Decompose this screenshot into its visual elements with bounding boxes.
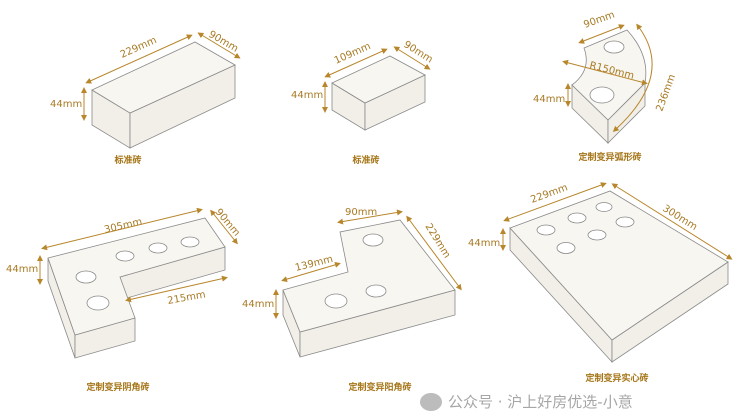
brick-caption: 定制变异弧形砖	[577, 151, 641, 163]
height-label: 44mm	[50, 99, 82, 110]
brick-caption: 标准砖	[113, 154, 141, 166]
width-label: 90mm	[213, 207, 242, 239]
height-label: 44mm	[6, 264, 38, 275]
brick-caption: 定制变异阴角砖	[85, 381, 149, 393]
length-label: 229mm	[119, 35, 159, 61]
length-label: 229mm	[529, 182, 569, 206]
arc-brick: 90mm R150mm 236mm 44mm 定制变异弧形砖	[533, 9, 678, 163]
inner-length-label: 215mm	[167, 289, 207, 307]
watermark-text: 公众号 · 沪上好房优选-小意	[448, 393, 633, 411]
wechat-icon	[420, 393, 442, 411]
height-label: 44mm	[468, 238, 500, 249]
height-label: 44mm	[533, 94, 565, 105]
height-label: 44mm	[242, 299, 274, 310]
arc-length-label: 236mm	[654, 73, 678, 113]
width-label: 90mm	[345, 207, 377, 218]
brick-caption: 定制变异实心砖	[584, 372, 648, 384]
standard-brick-large: 229mm 90mm 44mm 标准砖	[50, 29, 241, 166]
brick-caption: 定制变异阳角砖	[347, 381, 411, 393]
standard-brick-small: 109mm 90mm 44mm 标准砖	[291, 39, 435, 166]
inner-corner-brick: 305mm 90mm 215mm 44mm 定制变异阴角砖	[6, 207, 242, 393]
brick-caption: 标准砖	[351, 154, 379, 166]
width-label: 90mm	[582, 9, 616, 30]
height-label: 44mm	[291, 90, 323, 101]
solid-slab-brick: 229mm 300mm 44mm 定制变异实心砖	[468, 182, 733, 384]
outer-corner-brick: 90mm 229mm 139mm 44mm 定制变异阳角砖	[242, 207, 462, 393]
length-label: 109mm	[333, 41, 373, 67]
length-label: 305mm	[103, 217, 143, 236]
watermark: 公众号 · 沪上好房优选-小意	[420, 393, 633, 411]
width-label: 90mm	[207, 29, 240, 55]
